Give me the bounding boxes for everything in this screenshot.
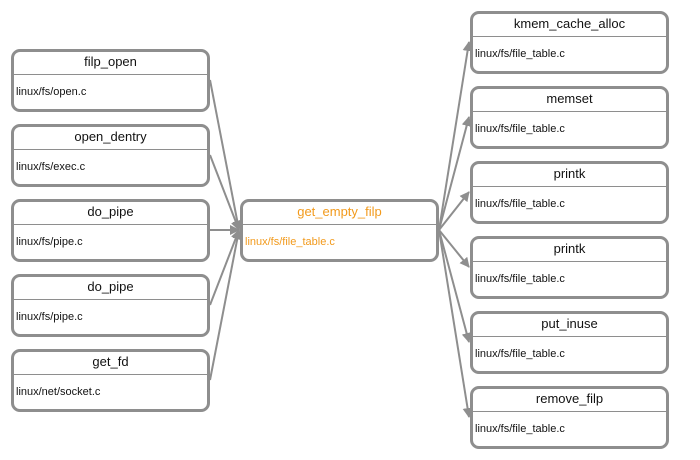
callee-node-printk-2[interactable]: printk linux/fs/file_table.c <box>470 236 669 299</box>
callee-node-kmem-cache-alloc[interactable]: kmem_cache_alloc linux/fs/file_table.c <box>470 11 669 74</box>
function-name: kmem_cache_alloc <box>473 14 666 37</box>
callee-edge-3 <box>438 191 470 231</box>
callee-edge-6 <box>438 229 473 418</box>
source-file: linux/fs/pipe.c <box>16 235 83 248</box>
source-file: linux/fs/file_table.c <box>475 347 565 360</box>
source-file: linux/fs/pipe.c <box>16 310 83 323</box>
caller-node-get-fd[interactable]: get_fd linux/net/socket.c <box>11 349 210 412</box>
function-name: do_pipe <box>14 277 207 300</box>
caller-node-open-dentry[interactable]: open_dentry linux/fs/exec.c <box>11 124 210 187</box>
function-name: put_inuse <box>473 314 666 337</box>
caller-edge-2 <box>209 154 241 231</box>
source-file: linux/fs/open.c <box>16 85 87 98</box>
function-name: do_pipe <box>14 202 207 225</box>
source-file: linux/net/socket.c <box>16 385 101 398</box>
callee-edge-5 <box>438 229 472 343</box>
function-name: memset <box>473 89 666 112</box>
function-name: open_dentry <box>14 127 207 150</box>
function-name: printk <box>473 164 666 187</box>
caller-edge-5 <box>209 229 243 381</box>
function-name: get_empty_filp <box>243 202 436 225</box>
caller-node-filp-open[interactable]: filp_open linux/fs/open.c <box>11 49 210 112</box>
function-name: get_fd <box>14 352 207 375</box>
source-file: linux/fs/file_table.c <box>475 422 565 435</box>
caller-node-do-pipe[interactable]: do_pipe linux/fs/pipe.c <box>11 199 210 262</box>
source-file: linux/fs/file_table.c <box>475 47 565 60</box>
function-name: filp_open <box>14 52 207 75</box>
callee-node-put-inuse[interactable]: put_inuse linux/fs/file_table.c <box>470 311 669 374</box>
source-file: linux/fs/file_table.c <box>475 197 565 210</box>
caller-node-do-pipe-2[interactable]: do_pipe linux/fs/pipe.c <box>11 274 210 337</box>
callee-edge-4 <box>438 229 470 268</box>
callee-node-memset[interactable]: memset linux/fs/file_table.c <box>470 86 669 149</box>
function-name: remove_filp <box>473 389 666 412</box>
source-file: linux/fs/exec.c <box>16 160 86 173</box>
callee-node-remove-filp[interactable]: remove_filp linux/fs/file_table.c <box>470 386 669 449</box>
caller-edge-1 <box>209 79 243 231</box>
callee-edge-1 <box>438 41 473 231</box>
callee-node-printk[interactable]: printk linux/fs/file_table.c <box>470 161 669 224</box>
source-file: linux/fs/file_table.c <box>475 272 565 285</box>
source-file: linux/fs/file_table.c <box>475 122 565 135</box>
caller-edge-4 <box>209 229 241 306</box>
callee-edge-2 <box>438 116 472 231</box>
source-file: linux/fs/file_table.c <box>245 235 335 248</box>
function-name: printk <box>473 239 666 262</box>
focus-node-get-empty-filp[interactable]: get_empty_filp linux/fs/file_table.c <box>240 199 439 262</box>
